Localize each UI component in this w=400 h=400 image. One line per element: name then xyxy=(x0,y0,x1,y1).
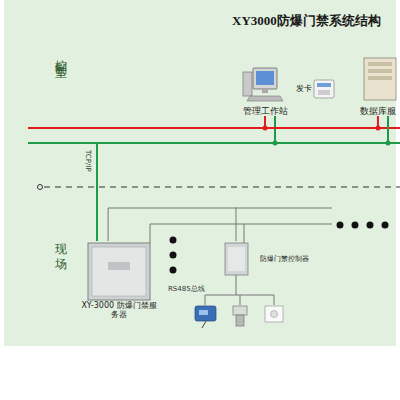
node-label: 管理工作站 xyxy=(243,106,288,116)
database-server-icon xyxy=(364,58,396,100)
node-label: 发卡 xyxy=(296,84,312,93)
divider-end xyxy=(38,185,43,190)
rs485-wire xyxy=(235,208,332,209)
device-wire xyxy=(274,295,275,305)
access-server-box xyxy=(88,243,150,300)
card-issuer-node: 发卡 xyxy=(294,78,336,100)
rs485-wire xyxy=(150,224,332,225)
rs485-wire xyxy=(244,224,245,243)
device-wire xyxy=(205,295,206,305)
card-reader-icon xyxy=(195,306,216,328)
junction-dot xyxy=(386,141,391,146)
access-server-node: XY-3000 防爆门禁服务器 xyxy=(80,241,158,319)
continuation-dots xyxy=(170,222,389,274)
network-connector xyxy=(108,208,236,241)
exit-button-icon xyxy=(265,306,283,322)
node-label: 数据库服 xyxy=(360,106,396,116)
workstation-node: 管理工作站 xyxy=(240,66,290,116)
node-label: 防爆门禁控制器 xyxy=(260,255,309,263)
controller-box xyxy=(225,243,248,275)
database-node: 数据库服 xyxy=(355,56,400,116)
rs485-wire xyxy=(150,224,151,243)
zone-label: 控制室 xyxy=(52,50,69,59)
door-lock-icon xyxy=(233,306,247,326)
node-label: XY-3000 防爆门禁服务器 xyxy=(80,301,158,319)
green-drop xyxy=(387,116,389,143)
zone-label: 现场 xyxy=(52,234,69,262)
controller-node: 防爆门禁控制器 xyxy=(223,241,333,277)
device-wire xyxy=(236,275,237,295)
device-wire xyxy=(240,295,241,305)
workstation-icon xyxy=(243,68,283,101)
bus-label: RS485总线 xyxy=(168,284,205,294)
network-connector xyxy=(97,116,275,241)
card-issuer-icon xyxy=(314,80,334,98)
protocol-label: TCP/IP xyxy=(84,150,92,172)
network-connector xyxy=(265,116,378,128)
diagram-title: XY3000防爆门禁系统结构 xyxy=(232,12,381,30)
background-panel xyxy=(4,0,396,346)
